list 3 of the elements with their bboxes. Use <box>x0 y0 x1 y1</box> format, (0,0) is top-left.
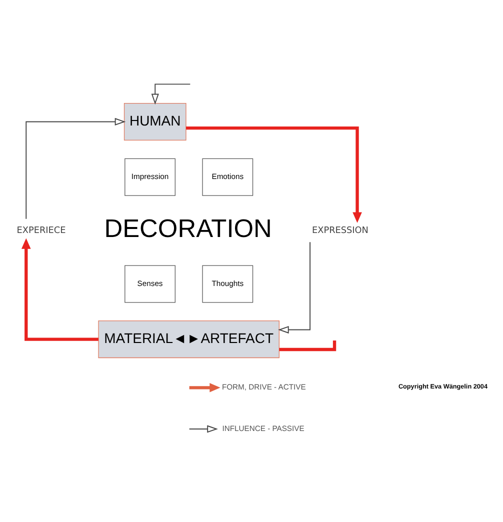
node-text: EXPERIECE <box>16 225 66 236</box>
label: DECORATION <box>104 214 272 242</box>
node-text: EXPRESSION <box>312 225 368 236</box>
